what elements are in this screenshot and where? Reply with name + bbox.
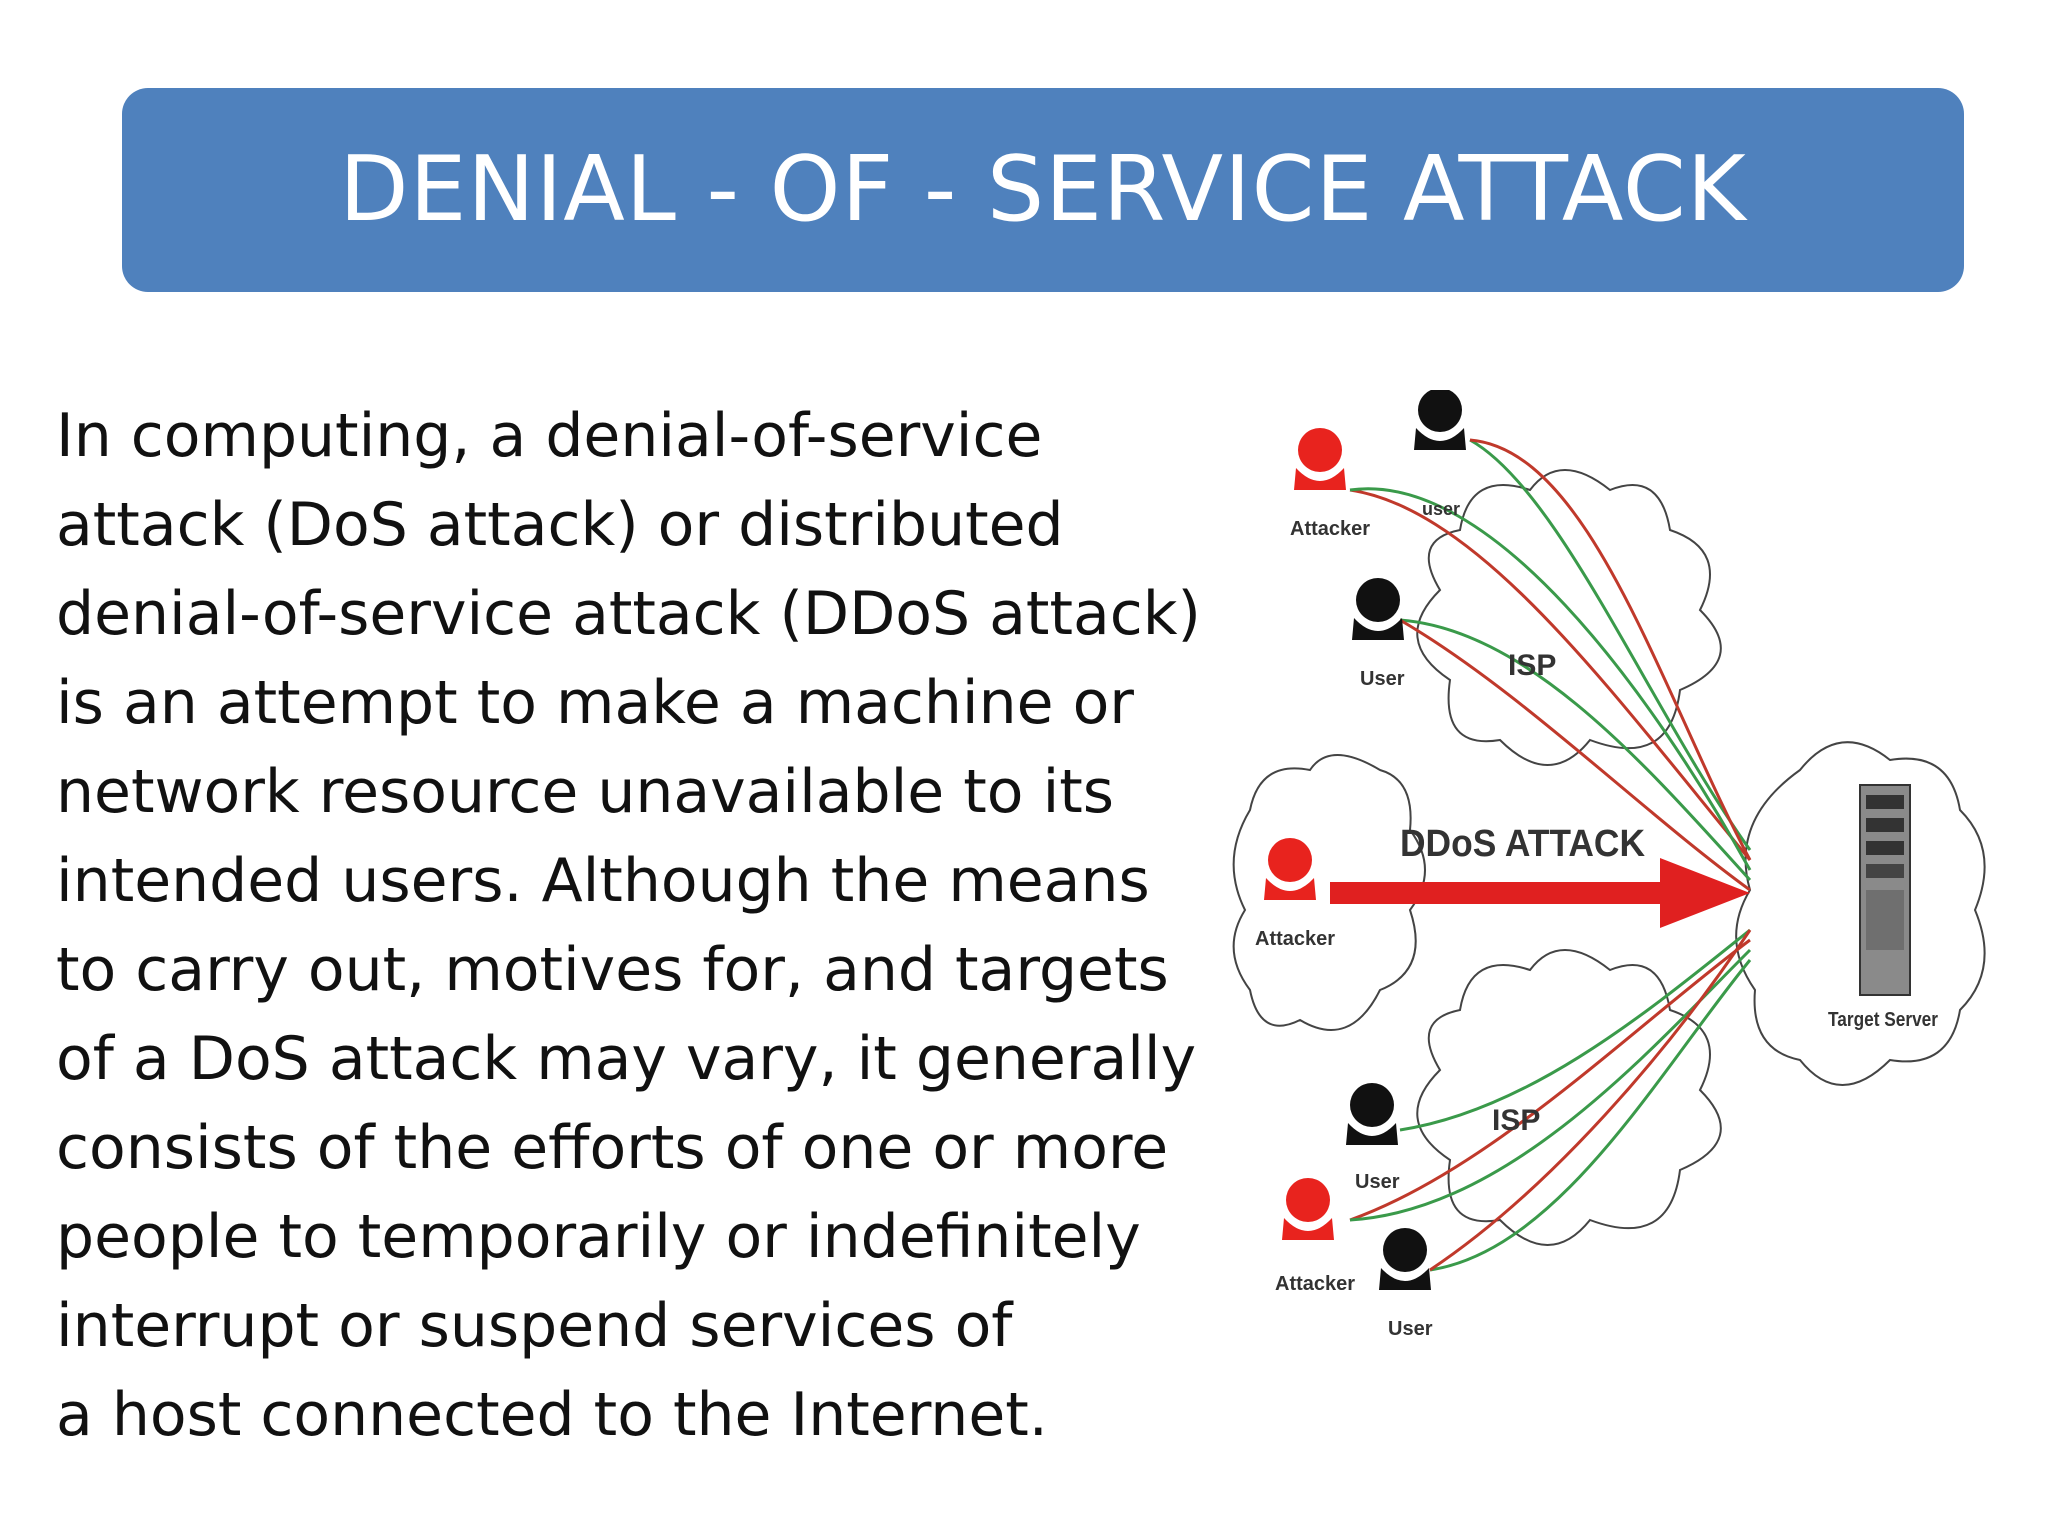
body-paragraph: In computing, a denial-of-service attack… [56, 392, 1236, 1460]
body-line: people to temporarily or indefinitely [56, 1202, 1141, 1272]
user-icon [1352, 578, 1404, 640]
body-line: intended users. Although the means [56, 846, 1150, 916]
isp-label-top: ISP [1508, 649, 1556, 682]
isp-cloud-bottom [1416, 949, 1722, 1246]
user-icon [1414, 390, 1466, 450]
title-banner: DENIAL - OF - SERVICE ATTACK [122, 88, 1964, 292]
attacker-label: Attacker [1275, 1273, 1355, 1295]
isp-label-bottom: ISP [1492, 1104, 1540, 1137]
user-label: User [1355, 1171, 1400, 1193]
body-line: network resource unavailable to its [56, 757, 1115, 827]
user-label: User [1388, 1318, 1433, 1340]
body-line: In computing, a denial-of-service [56, 401, 1043, 471]
user-label: User [1360, 668, 1405, 690]
user-icon [1379, 1228, 1431, 1290]
traffic-flow-lines [1349, 438, 1752, 1272]
body-line: consists of the efforts of one or more [56, 1113, 1169, 1183]
user-label: user [1422, 499, 1460, 519]
body-line: a host connected to the Internet. [56, 1380, 1048, 1450]
target-server-icon [1859, 784, 1911, 996]
target-server-label: Target Server [1828, 1009, 1938, 1031]
body-line: of a DoS attack may vary, it generally [56, 1024, 1197, 1094]
ddos-diagram: DDoS ATTACK ISP ISP Target Server Attack… [1232, 390, 1986, 1340]
body-line: denial-of-service attack (DDoS attack) [56, 579, 1201, 649]
body-line: is an attempt to make a machine or [56, 668, 1134, 738]
body-line: attack (DoS attack) or distributed [56, 490, 1064, 560]
attacker-label: Attacker [1255, 928, 1335, 950]
attacker-label: Attacker [1290, 518, 1370, 540]
attacker-icon [1294, 428, 1346, 490]
ddos-attack-label: DDoS ATTACK [1400, 823, 1646, 865]
body-line: interrupt or suspend services of [56, 1291, 1013, 1361]
slide-title: DENIAL - OF - SERVICE ATTACK [339, 137, 1747, 242]
body-line: to carry out, motives for, and targets [56, 935, 1169, 1005]
ddos-attack-arrow [1330, 858, 1750, 928]
user-icon [1346, 1083, 1398, 1145]
attacker-icon [1282, 1178, 1334, 1240]
isp-cloud-top [1416, 469, 1722, 766]
attacker-cloud [1232, 754, 1426, 1031]
